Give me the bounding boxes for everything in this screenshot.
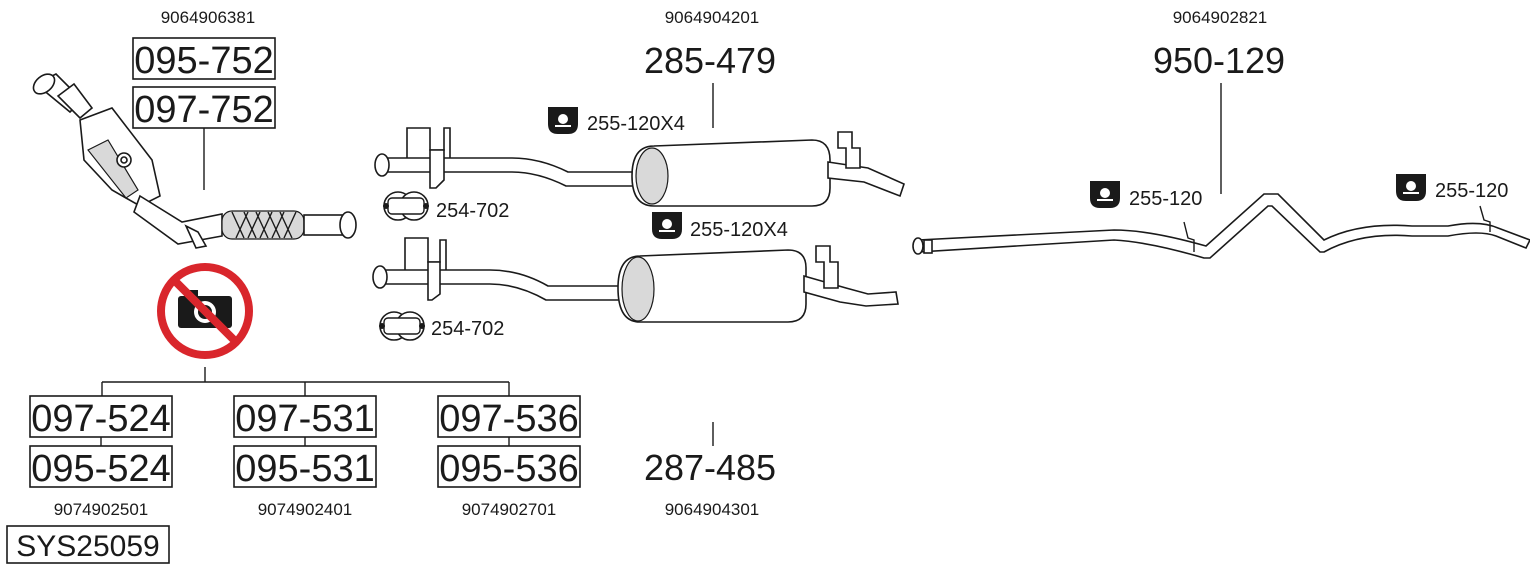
- dpf-option-2-box-2[interactable]: [233, 445, 377, 488]
- catalyst-part-box-1[interactable]: [132, 37, 276, 80]
- dpf-option-3-part-2[interactable]: 095-536: [439, 448, 578, 490]
- clamp-icon: [383, 191, 429, 221]
- center-muffler-oe-number: 9064904201: [665, 8, 760, 27]
- center-muffler-alt-clamp-label[interactable]: 254-702: [431, 318, 504, 340]
- center-muffler-alt-drawing: [372, 237, 899, 323]
- dpf-option-2-oe: 9074902401: [258, 500, 353, 519]
- center-muffler-part-number[interactable]: 285-479: [644, 40, 776, 81]
- center-muffler-alt-part-number[interactable]: 287-485: [644, 447, 776, 488]
- dpf-option-2-part-2[interactable]: 095-531: [235, 448, 374, 490]
- center-muffler-alt-oe-number: 9064904301: [665, 500, 760, 519]
- rubber-hanger-icon: [1396, 174, 1426, 201]
- tailpipe-oe-number: 9064902821: [1173, 8, 1268, 27]
- dpf-option-3-oe: 9074902701: [462, 500, 557, 519]
- catalyst-part-number-1[interactable]: 095-752: [134, 40, 273, 82]
- rubber-hanger-icon: [548, 107, 578, 134]
- center-muffler-drawing: [374, 127, 905, 207]
- catalyst-part-number-2[interactable]: 097-752: [134, 89, 273, 131]
- clamp-icon: [379, 311, 425, 341]
- dpf-option-1-oe: 9074902501: [54, 500, 149, 519]
- system-code[interactable]: SYS25059: [16, 530, 159, 563]
- tailpipe-hanger-label-left[interactable]: 255-120: [1129, 188, 1202, 210]
- dpf-option-1-box-1[interactable]: [29, 395, 173, 438]
- dpf-option-3-box-2[interactable]: [437, 445, 581, 488]
- dpf-option-2-box-1[interactable]: [233, 395, 377, 438]
- no-camera-sign: [157, 263, 253, 359]
- dpf-option-1-part-1[interactable]: 097-524: [31, 398, 170, 440]
- tailpipe-drawing: [912, 193, 1530, 259]
- center-muffler-clamp-label[interactable]: 254-702: [436, 200, 509, 222]
- dpf-options-tree: [101, 367, 510, 396]
- catalyst-oe-number: 9064906381: [161, 8, 256, 27]
- center-muffler-hanger-label[interactable]: 255-120X4: [587, 113, 685, 135]
- dpf-option-3-box-1[interactable]: [437, 395, 581, 438]
- dpf-option-1-box-2[interactable]: [29, 445, 173, 488]
- center-muffler-alt-hanger-label[interactable]: 255-120X4: [690, 219, 788, 241]
- dpf-option-3-part-1[interactable]: 097-536: [439, 398, 578, 440]
- tailpipe-part-number[interactable]: 950-129: [1153, 40, 1285, 81]
- system-code-box[interactable]: [6, 525, 170, 564]
- tailpipe-hanger-label-right[interactable]: 255-120: [1435, 180, 1508, 202]
- rubber-hanger-icon: [1090, 181, 1120, 208]
- dpf-option-2-part-1[interactable]: 097-531: [235, 398, 374, 440]
- catalyst-drawing: [32, 73, 357, 249]
- dpf-option-1-part-2[interactable]: 095-524: [31, 448, 170, 490]
- catalyst-part-box-2[interactable]: [132, 86, 276, 129]
- rubber-hanger-icon: [652, 212, 682, 239]
